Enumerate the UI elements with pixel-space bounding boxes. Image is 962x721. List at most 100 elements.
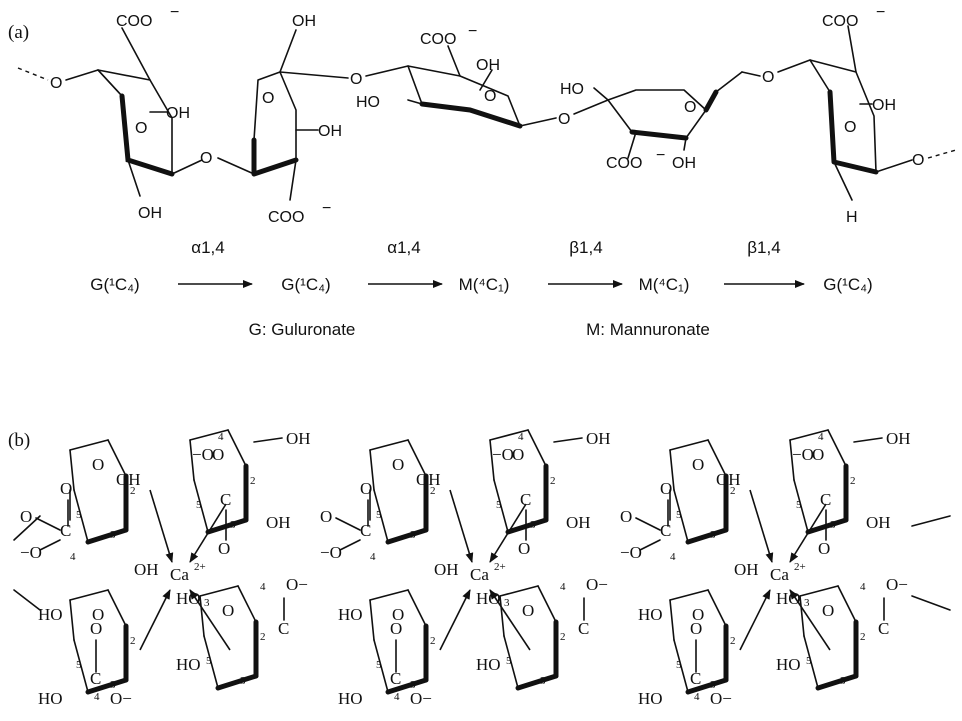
ring-guluronate-3: O COO − OH H [809,4,913,226]
bold-bond [85,677,129,695]
calcium-charge: 2+ [194,561,206,573]
hydroxyl-label: OH [716,470,741,489]
ring-mannuronate-2: O HO COO − OH [560,71,743,172]
ring-number: 3 [110,679,116,691]
bond [499,585,539,597]
carboxylate-oxygen: −O [20,543,42,562]
hydroxyl-label: OH [266,513,291,532]
chain-ends [13,515,951,611]
glycosidic-oxygen: O [50,75,62,92]
carbon-label: C [820,490,831,509]
bond [673,489,689,543]
coordination-arrow [489,589,531,651]
calcium-ion: Ca 2+ [439,489,531,651]
bond [553,437,583,443]
ring-number: 3 [840,675,846,687]
carbon-label: C [390,669,401,688]
carboxylate-oxygen: −O [492,445,514,464]
bond [489,439,495,481]
bond [73,639,89,693]
bold-bond [815,673,859,691]
bond [335,517,361,531]
bond [373,489,389,543]
bond [69,589,109,601]
charge-minus: − [468,23,477,40]
ring-number: 3 [530,519,536,531]
ring-oxygen: O [822,601,834,620]
bond [189,439,195,481]
oxygen-label: O [60,479,72,498]
ring-number: 3 [240,675,246,687]
carboxylate-label: COO [420,31,456,48]
carboxylate-label: COO [116,13,152,30]
coordination-arrow [789,589,831,651]
bond [669,589,709,601]
oxygen-label: O [660,479,672,498]
ring-oxygen: O [844,119,856,136]
coordination-arrow [749,489,774,563]
ring-number: 5 [506,655,512,667]
carboxylate-label: COO [606,155,642,172]
oxygen-label: O [320,507,332,526]
bond [339,539,361,551]
bold-bond [385,527,429,545]
glycosidic-oxygen: O [200,150,212,167]
bond [803,635,819,689]
ring-number: 3 [710,679,716,691]
bond [73,489,89,543]
hydroxyl-label: OH [134,560,159,579]
bond [69,599,75,641]
bond [669,449,675,491]
ring-number: 3 [710,529,716,541]
carboxylate-oxygen: −O [792,445,814,464]
ring-number: 5 [76,509,82,521]
hydroxyl-label: OH [434,560,459,579]
hydroxyl-label: HO [176,655,201,674]
bond [669,599,675,641]
bond [837,585,857,623]
ring-number: 2 [550,475,556,487]
ring-number: 5 [806,655,812,667]
bond [635,517,661,531]
oxygen-label: O [518,539,530,558]
bond [673,639,689,693]
ring-oxygen: O [222,601,234,620]
glycosidic-oxygen: O [350,71,362,88]
glycosidic-oxygen: O [558,111,570,128]
ring-number: 4 [260,581,266,593]
residue-sequence: α1,4 α1,4 β1,4 β1,4 G(¹C₄) G(¹C₄) M(⁴C₁)… [90,238,872,339]
legend-guluronate: G: Guluronate [249,320,356,339]
ring-number: 5 [676,509,682,521]
linkage-label: β1,4 [747,238,780,257]
bond [789,429,829,441]
residue-label: G(¹C₄) [281,275,330,294]
ring-oxygen: O [692,455,704,474]
bond [107,589,127,627]
hydroxyl-label: OH [672,155,696,172]
calcium-label: Ca [470,565,489,584]
hydroxyl-label: OH [166,105,190,122]
charge-minus: − [876,4,885,21]
hydroxyl-label: OH [872,97,896,114]
calcium-charge: 2+ [494,561,506,573]
bond [237,585,257,623]
linkage-label: α1,4 [387,238,420,257]
ring-oxygen: O [684,99,696,116]
bold-bond [205,517,249,535]
ring-oxygen: O [392,605,404,624]
ring-oxygen: O [484,88,496,105]
